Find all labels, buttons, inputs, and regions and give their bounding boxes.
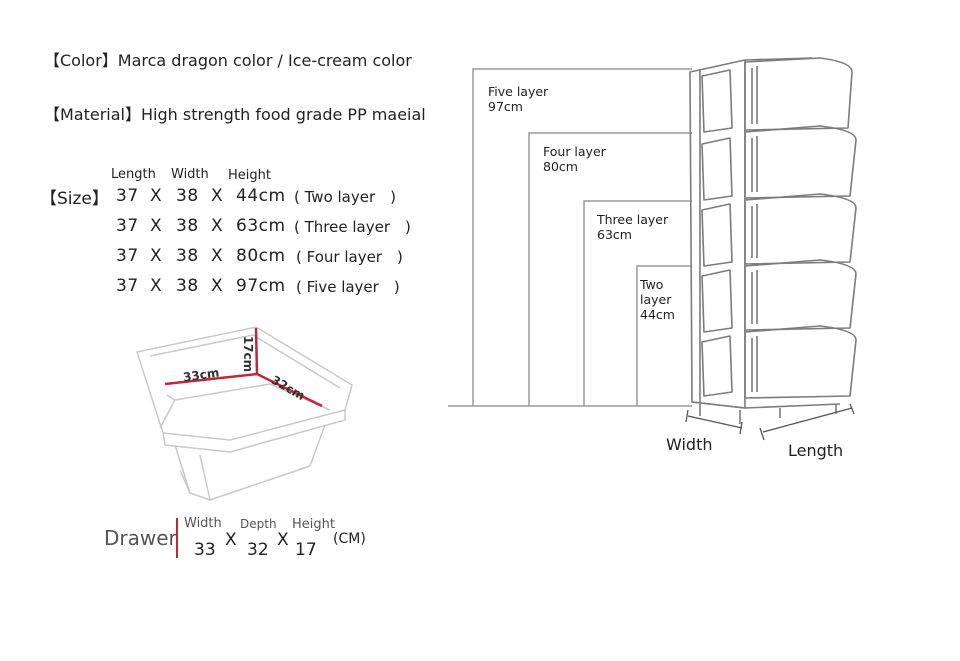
row3-x2: X bbox=[211, 246, 223, 266]
width-header: Width bbox=[171, 167, 209, 182]
length-header: Length bbox=[111, 167, 156, 182]
row4-width: 38 bbox=[176, 276, 199, 296]
row3-x1: X bbox=[150, 246, 162, 266]
row1-note: ( Two layer ) bbox=[294, 188, 396, 206]
row3-length: 37 bbox=[116, 246, 139, 266]
tier-two-label: Two layer 44cm bbox=[640, 277, 675, 322]
row4-x2: X bbox=[211, 276, 223, 296]
row4-x1: X bbox=[150, 276, 162, 296]
row2-length: 37 bbox=[116, 216, 139, 236]
row1-x2: X bbox=[211, 186, 223, 206]
tier-three-name: Three layer bbox=[597, 212, 669, 227]
size-label: 【Size】 bbox=[40, 189, 109, 209]
drawer-depth-header: Depth bbox=[240, 517, 277, 531]
row4-height: 97cm bbox=[236, 276, 286, 296]
drawer-label: Drawer bbox=[104, 526, 177, 550]
tier-three-height: 63cm bbox=[597, 227, 632, 242]
drawer-dimension-lines bbox=[164, 327, 323, 408]
drawer-sketch-height-label: 17cm bbox=[241, 335, 256, 373]
row3-note: ( Four layer ) bbox=[296, 248, 403, 266]
drawer-width-header: Width bbox=[184, 516, 222, 531]
tier-four-height: 80cm bbox=[543, 159, 578, 174]
row2-x1: X bbox=[150, 216, 162, 236]
row4-length: 37 bbox=[116, 276, 139, 296]
tier-two-name-1: Two bbox=[640, 277, 664, 292]
row2-note: ( Three layer ) bbox=[294, 218, 411, 236]
cabinet-sketch bbox=[689, 57, 857, 424]
drawer-width-line bbox=[164, 372, 258, 386]
drawer-height-line bbox=[254, 327, 259, 375]
cabinet-dimension-lines bbox=[685, 403, 855, 441]
drawer-sketch bbox=[136, 326, 353, 501]
tier-four-label: Four layer 80cm bbox=[543, 144, 606, 174]
row2-x2: X bbox=[211, 216, 223, 236]
drawer-height-value: 17 bbox=[295, 540, 317, 560]
row1-length: 37 bbox=[116, 186, 139, 206]
row1-height: 44cm bbox=[236, 186, 286, 206]
material-spec: 【Material】High strength food grade PP ma… bbox=[44, 105, 426, 124]
row2-height: 63cm bbox=[236, 216, 286, 236]
row1-x1: X bbox=[150, 186, 162, 206]
tier-five-label: Five layer 97cm bbox=[488, 84, 548, 114]
row1-width: 38 bbox=[176, 186, 199, 206]
height-header: Height bbox=[228, 168, 271, 183]
drawer-x2: X bbox=[277, 530, 289, 550]
guide-four-layer bbox=[528, 132, 692, 406]
tier-five-height: 97cm bbox=[488, 99, 523, 114]
row2-width: 38 bbox=[176, 216, 199, 236]
guide-two-layer bbox=[636, 265, 692, 406]
tier-four-name: Four layer bbox=[543, 144, 606, 159]
row3-height: 80cm bbox=[236, 246, 286, 266]
drawer-x1: X bbox=[225, 530, 237, 550]
tier-two-height: 44cm bbox=[640, 307, 675, 322]
guide-three-layer bbox=[583, 200, 692, 406]
drawer-height-header: Height bbox=[292, 517, 335, 532]
row3-width: 38 bbox=[176, 246, 199, 266]
tier-two-name-2: layer bbox=[640, 292, 672, 307]
drawer-depth-line bbox=[256, 372, 323, 408]
cabinet-length-label: Length bbox=[788, 441, 844, 460]
tier-five-name: Five layer bbox=[488, 84, 549, 99]
guide-five-layer bbox=[472, 68, 692, 406]
height-guides bbox=[448, 68, 692, 407]
color-spec: 【Color】Marca dragon color / Ice-cream co… bbox=[44, 51, 412, 70]
cabinet-width-label: Width bbox=[666, 435, 713, 454]
drawer-depth-value: 32 bbox=[247, 540, 269, 560]
tier-three-label: Three layer 63cm bbox=[597, 212, 668, 242]
drawer-width-value: 33 bbox=[194, 540, 216, 560]
row4-note: ( Five layer ) bbox=[296, 278, 400, 296]
drawer-unit: (CM) bbox=[333, 531, 366, 547]
